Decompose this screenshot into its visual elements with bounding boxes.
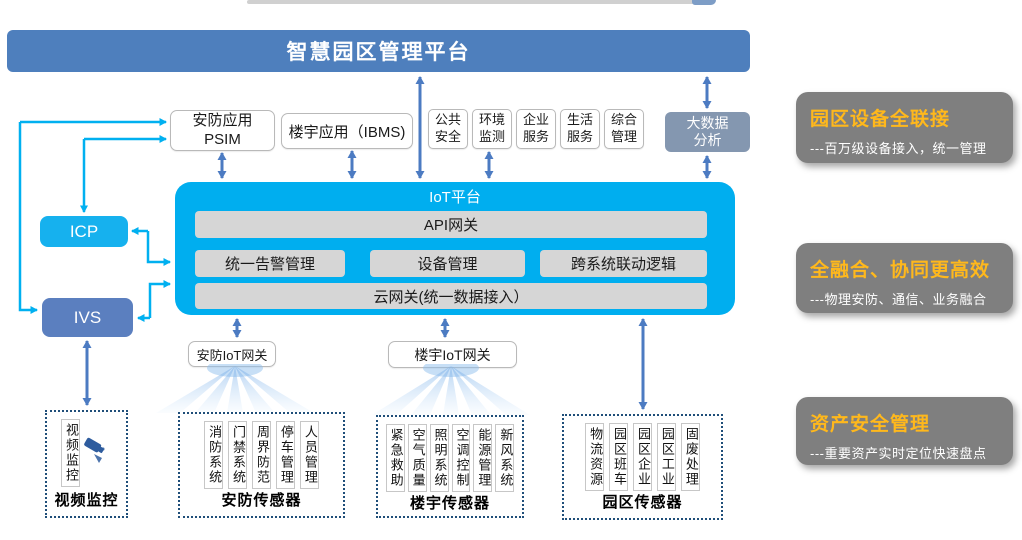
psim-label-line2: PSIM — [204, 130, 241, 148]
module-alarm-management: 统一告警管理 — [195, 250, 345, 277]
module-cross-system-linkage: 跨系统联动逻辑 — [540, 250, 707, 277]
building-iot-gateway-box: 楼宇IoT网关 — [388, 341, 517, 368]
sensor-group-building: 紧急救助 空气质量 照明系统 空调控制 能源管理 新风系统 楼宇传感器 — [376, 415, 524, 518]
service-box-enterprise: 企业服务 — [516, 109, 556, 149]
top-edge-strip-end — [692, 0, 716, 5]
sensor-column-fire: 消防系统 — [204, 421, 224, 489]
banner-title: 智慧园区管理平台 — [286, 41, 471, 64]
sensor-column-parking: 停车管理 — [275, 421, 295, 489]
sensor-column-enterprise: 园区企业 — [633, 423, 652, 491]
big-data-analysis-box: 大数据分析 — [665, 112, 750, 152]
service-box-public-safety: 公共安全 — [428, 109, 468, 149]
sensor-column-access: 门禁系统 — [228, 421, 248, 489]
feature-title: 资产安全管理 — [810, 414, 931, 435]
feature-panel-convergence: 全融合、协同更高效 ---物理安防、通信、业务融合 — [796, 243, 1013, 313]
iot-platform: IoT平台 API网关 统一告警管理 设备管理 跨系统联动逻辑 云网关(统一数据… — [175, 182, 735, 315]
sensor-column-personnel: 人员管理 — [299, 421, 319, 489]
icp-node: ICP — [40, 216, 128, 247]
iot-platform-title: IoT平台 — [429, 189, 481, 206]
link-icp-to-platform — [146, 231, 171, 266]
sensor-column-emergency: 紧急救助 — [385, 424, 405, 492]
security-gateway-fan-beam — [156, 364, 314, 413]
security-group-label: 安防传感器 — [221, 492, 302, 509]
feature-title: 园区设备全联接 — [810, 109, 951, 130]
sensor-column-energy: 能源管理 — [473, 424, 493, 492]
sensor-group-park: 物流资源 园区班车 园区企业 园区工业 固废处理 园区传感器 — [562, 414, 723, 520]
top-edge-strip — [247, 0, 695, 4]
sensor-group-video: 视频监控 视频监控 — [45, 410, 128, 518]
park-group-label: 园区传感器 — [602, 494, 683, 511]
api-gateway-bar: API网关 — [195, 211, 707, 238]
video-group-label: 视频监控 — [54, 492, 119, 509]
security-iot-gateway-box: 安防IoT网关 — [188, 341, 276, 367]
building-group-label: 楼宇传感器 — [409, 495, 490, 512]
ivs-label: IVS — [73, 307, 102, 327]
icp-label: ICP — [69, 221, 99, 241]
camera-icon — [84, 437, 105, 463]
sensor-column-waste: 固废处理 — [680, 423, 700, 491]
psim-label-line1: 安防应用 — [192, 111, 253, 129]
app-box-ibms: 楼宇应用（IBMS) — [281, 113, 413, 149]
sensor-column-hvac: 空调控制 — [451, 424, 471, 492]
feature-desc: ---重要资产实时定位快速盘点 — [810, 446, 987, 461]
service-label: 企业服务 — [522, 112, 549, 144]
module-device-management: 设备管理 — [370, 250, 525, 277]
link-ivs-to-platform — [148, 280, 171, 318]
feature-desc: ---物理安防、通信、业务融合 — [810, 292, 987, 307]
security-iot-gateway-label: 安防IoT网关 — [196, 347, 268, 363]
building-gateway-fan-beam — [372, 364, 530, 415]
feature-title: 全融合、协同更高效 — [810, 260, 991, 281]
feature-panel-device-connectivity: 园区设备全联接 ---百万级设备接入，统一管理 — [796, 92, 1013, 163]
ivs-node: IVS — [42, 298, 133, 337]
service-label: 综合管理 — [610, 112, 637, 144]
service-box-living: 生活服务 — [560, 109, 600, 149]
sensor-column-industry: 园区工业 — [656, 423, 676, 491]
sensor-column-fresh-air: 新风系统 — [495, 424, 515, 492]
feature-panel-asset-security: 资产安全管理 ---重要资产实时定位快速盘点 — [796, 397, 1013, 465]
sensor-column-perimeter: 周界防范 — [252, 421, 271, 489]
sensor-column-air-quality: 空气质量 — [407, 424, 427, 492]
sensor-column-lighting: 照明系统 — [429, 424, 449, 492]
cloud-gateway-bar: 云网关(统一数据接入） — [195, 283, 707, 309]
ibms-label: 楼宇应用（IBMS) — [288, 123, 406, 141]
service-label: 公共安全 — [434, 112, 461, 144]
service-box-comprehensive: 综合管理 — [604, 109, 644, 149]
service-label: 生活服务 — [566, 112, 593, 144]
platform-banner: 智慧园区管理平台 — [7, 30, 750, 72]
service-box-env-monitoring: 环境监测 — [472, 109, 512, 149]
link-loop-to-ivs — [18, 122, 38, 314]
sensor-column-shuttle: 园区班车 — [609, 423, 629, 491]
app-box-psim: 安防应用 PSIM — [170, 110, 275, 151]
feature-desc: ---百万级设备接入，统一管理 — [810, 141, 987, 156]
sensor-group-security: 消防系统 门禁系统 周界防范 停车管理 人员管理 安防传感器 — [178, 412, 345, 518]
service-label: 环境监测 — [478, 112, 505, 144]
building-iot-gateway-label: 楼宇IoT网关 — [414, 346, 491, 363]
video-monitoring-column: 视频监控 — [61, 419, 80, 487]
big-data-label: 大数据分析 — [686, 114, 729, 149]
sensor-column-logistics: 物流资源 — [585, 423, 605, 491]
